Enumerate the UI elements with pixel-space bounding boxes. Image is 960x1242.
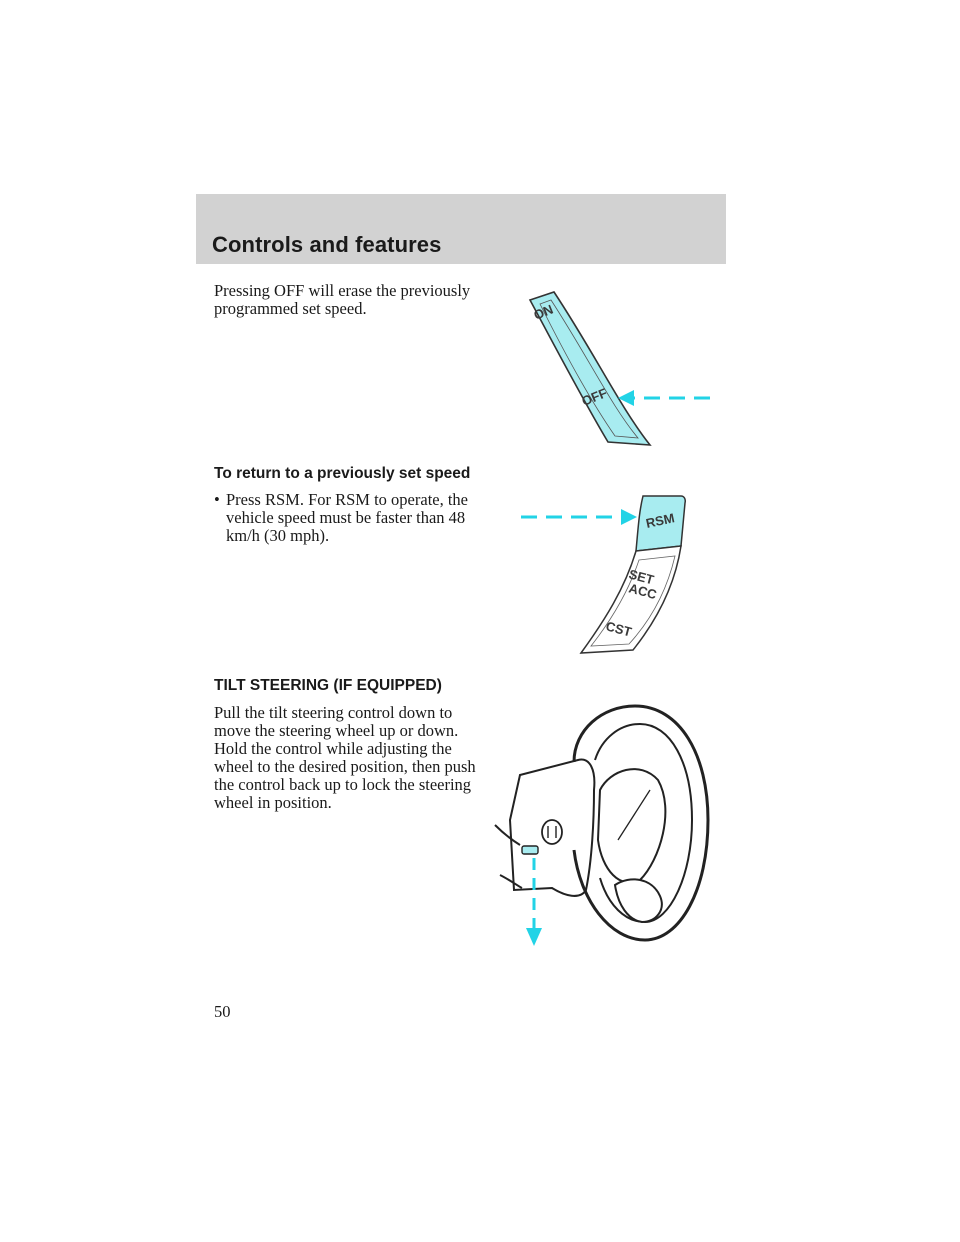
rsm-button-shape <box>635 495 686 552</box>
page-number: 50 <box>214 1002 231 1021</box>
dashboard-line <box>494 824 521 846</box>
hub-detail <box>617 789 651 841</box>
resume-heading: To return to a previously set speed <box>214 465 471 482</box>
steering-wheel-rim <box>572 704 710 942</box>
ignition-switch <box>541 819 563 845</box>
bullet-icon: • <box>214 490 220 509</box>
header-band: Controls and features <box>196 194 726 264</box>
rsm-label: RSM <box>645 510 676 531</box>
dashboard-line <box>499 874 523 889</box>
arrow-left-icon <box>618 390 634 406</box>
cst-label: CST <box>604 618 633 639</box>
set-label: SET <box>627 566 655 587</box>
arrow-down-icon <box>526 928 542 946</box>
ignition-key-slot <box>547 826 557 838</box>
tilt-paragraph: Pull the tilt steering control down to m… <box>214 703 476 812</box>
on-label: ON <box>532 302 556 323</box>
resume-bullet-text: Press RSM. For RSM to operate, the vehic… <box>226 490 469 545</box>
rsm-switch-illustration: RSM SET ACC CST <box>521 495 686 654</box>
lever-inner-outline <box>590 555 676 647</box>
tilt-steering-illustration <box>494 704 710 946</box>
on-off-switch-illustration: ON OFF <box>528 291 710 446</box>
tilt-heading: TILT STEERING (IF EQUIPPED) <box>214 677 442 694</box>
resume-bullet-item: • Press RSM. For RSM to operate, the veh… <box>214 491 494 545</box>
set-acc-cst-lever-shape <box>579 545 682 654</box>
steering-lower-spoke <box>613 878 663 924</box>
section-title: Controls and features <box>212 232 442 257</box>
on-off-switch-inner-outline <box>539 299 639 439</box>
arrow-right-icon <box>621 509 637 525</box>
on-off-switch-shape <box>528 291 652 446</box>
acc-label: ACC <box>627 580 659 602</box>
tilt-control-lever <box>521 845 539 855</box>
off-paragraph: Pressing OFF will erase the previously p… <box>214 281 471 318</box>
steering-hub <box>596 768 667 884</box>
